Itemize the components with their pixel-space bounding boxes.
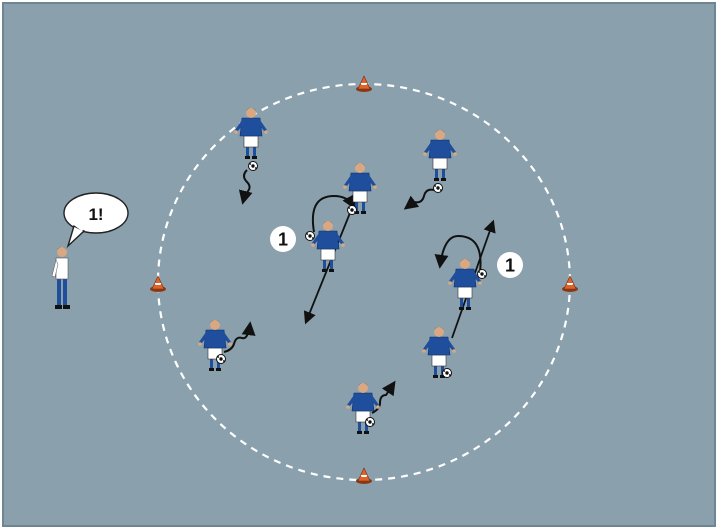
ball-icon	[216, 354, 226, 364]
ball-icon	[433, 183, 443, 193]
coach-icon	[51, 247, 70, 309]
number-label: 1	[278, 230, 288, 250]
dribble-arrow	[238, 169, 253, 205]
dribble-arrow	[223, 321, 256, 353]
ball-icon	[442, 368, 452, 378]
run-arrow	[303, 207, 353, 325]
ball-icon	[248, 161, 258, 171]
number-badge	[497, 252, 523, 278]
turn-arrow	[312, 193, 356, 233]
coach-callout: 1!	[88, 205, 103, 224]
speech-bubble-icon	[63, 192, 129, 249]
dribble-arrow	[403, 188, 435, 210]
ball-icon	[477, 269, 487, 279]
ball-icon	[347, 205, 357, 215]
ball-icon	[365, 417, 375, 427]
turn-arrow	[434, 234, 482, 273]
ball-icon	[305, 231, 315, 241]
number-badge	[270, 226, 296, 252]
dribble-arrow	[371, 380, 396, 414]
number-label: 1	[505, 256, 515, 276]
